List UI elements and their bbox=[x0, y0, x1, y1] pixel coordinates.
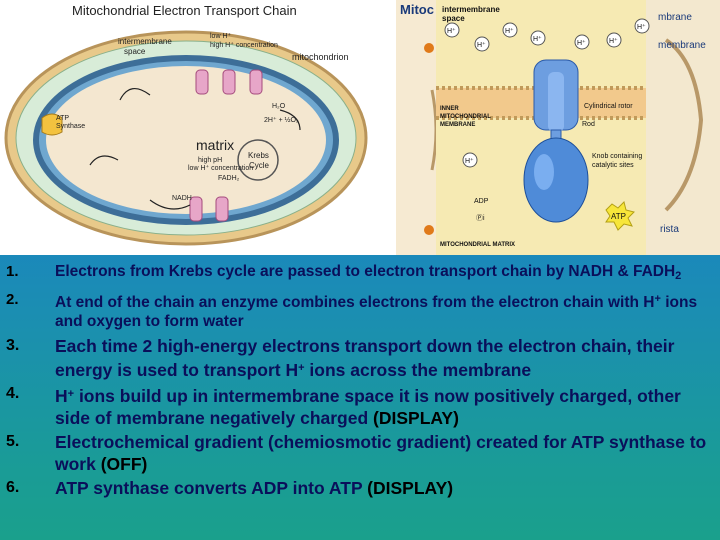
item-note: (OFF) bbox=[101, 454, 148, 474]
complex-5 bbox=[216, 197, 228, 221]
label-low-h: low H⁺ bbox=[210, 32, 232, 40]
item-text: ions across the membrane bbox=[305, 360, 532, 380]
item-number: 2. bbox=[6, 290, 19, 309]
label-adp: ADP bbox=[474, 198, 489, 205]
item-number: 1. bbox=[6, 262, 19, 281]
h-plus-label: H⁺ bbox=[505, 27, 514, 35]
list-item: 3. Each time 2 high-energy electrons tra… bbox=[0, 335, 720, 381]
label-atp: ATP bbox=[56, 115, 69, 122]
orange-dot bbox=[424, 225, 434, 235]
item-subscript: 2 bbox=[675, 270, 681, 282]
label-intermembrane: intermembrane bbox=[442, 5, 500, 14]
item-text: ions build up in intermembrane space it … bbox=[55, 386, 681, 428]
label-cylindrical-rotor: Cylindrical rotor bbox=[584, 103, 633, 110]
label-membrane-cut-2: membrane bbox=[658, 40, 706, 51]
label-matrix: matrix bbox=[196, 137, 234, 153]
complex-3 bbox=[250, 70, 262, 94]
list-item: 5. Electrochemical gradient (chemiosmoti… bbox=[0, 431, 720, 475]
etc-diagram: Mitochondrial Electron Transport Chain i… bbox=[0, 0, 396, 255]
h-plus-label: H⁺ bbox=[447, 27, 456, 35]
label-h2o: H₂O bbox=[272, 103, 286, 110]
item-note: (DISPLAY) bbox=[367, 478, 453, 498]
h-plus-label: H⁺ bbox=[637, 23, 646, 31]
label-matrix: MITOCHONDRIAL MATRIX bbox=[440, 242, 515, 248]
item-number: 3. bbox=[6, 335, 19, 357]
left-strip bbox=[396, 0, 436, 255]
label-inner: INNER bbox=[440, 106, 459, 112]
h-plus-label: H⁺ bbox=[465, 157, 474, 165]
complex-1 bbox=[196, 70, 208, 94]
h-plus-label: H⁺ bbox=[577, 39, 586, 47]
label-synthase: Synthase bbox=[56, 123, 85, 130]
item-text: Electrons from Krebs cycle are passed to… bbox=[55, 263, 675, 280]
list-item: 2. At end of the chain an enzyme combine… bbox=[0, 290, 720, 331]
rotor-core bbox=[548, 72, 564, 132]
figure-title-cut: Mitoc bbox=[400, 2, 434, 17]
label-space: space bbox=[124, 47, 146, 56]
label-low-h-conc: low H⁺ concentration bbox=[188, 164, 253, 172]
knob-shape bbox=[524, 138, 588, 222]
label-atp: ATP bbox=[611, 212, 626, 221]
label-nadh: NADH bbox=[172, 195, 192, 202]
atp-synthase-figure: Mitoc H⁺ H⁺ H⁺ H⁺ bbox=[396, 0, 720, 255]
label-krebs: Krebs bbox=[248, 151, 269, 160]
label-space: space bbox=[442, 14, 465, 23]
label-membrane: MEMBRANE bbox=[440, 122, 475, 128]
orange-dot bbox=[424, 43, 434, 53]
label-rod: Rod bbox=[582, 121, 595, 128]
label-high-ph: high pH bbox=[198, 157, 222, 164]
item-number: 5. bbox=[6, 431, 19, 453]
label-high-h: high H⁺ concentration bbox=[210, 41, 278, 49]
list-item: 6. ATP synthase converts ADP into ATP (D… bbox=[0, 477, 720, 499]
notes-list: 1. Electrons from Krebs cycle are passed… bbox=[0, 262, 720, 501]
list-item: 1. Electrons from Krebs cycle are passed… bbox=[0, 262, 720, 286]
label-membrane-cut-1: mbrane bbox=[658, 12, 692, 23]
label-crista-cut: rista bbox=[660, 224, 679, 235]
label-intermembrane: intermembrane bbox=[118, 37, 172, 46]
list-item: 4. H+ ions build up in intermembrane spa… bbox=[0, 383, 720, 429]
item-text: At end of the chain an enzyme combines e… bbox=[55, 294, 654, 311]
h-plus-label: H⁺ bbox=[533, 35, 542, 43]
item-note: (DISPLAY) bbox=[373, 408, 459, 428]
matrix-region bbox=[46, 66, 326, 214]
item-number: 4. bbox=[6, 383, 19, 405]
item-text: ATP synthase converts ADP into ATP bbox=[55, 478, 367, 498]
label-mitochondrion: mitochondrion bbox=[292, 52, 349, 62]
label-2h-half-o2: 2H⁺ + ½O₂ bbox=[264, 116, 299, 124]
knob-highlight bbox=[534, 154, 554, 190]
label-cycle: Cycle bbox=[249, 161, 270, 170]
h-plus-label: H⁺ bbox=[609, 37, 618, 45]
item-text: Electrochemical gradient (chemiosmotic g… bbox=[55, 432, 706, 474]
label-knob-1: Knob containing bbox=[592, 153, 642, 160]
item-number: 6. bbox=[6, 477, 19, 499]
figure-title: Mitochondrial Electron Transport Chain bbox=[72, 3, 297, 18]
label-mitochondrial: MITOCHONDRIAL bbox=[440, 114, 491, 120]
label-knob-2: catalytic sites bbox=[592, 162, 634, 169]
complex-2 bbox=[223, 70, 235, 94]
mito-bg bbox=[636, 0, 720, 255]
label-fadh2: FADH₂ bbox=[218, 175, 240, 182]
label-pi: Ⓟi bbox=[476, 214, 485, 222]
etc-diagram-figure: Mitochondrial Electron Transport Chain i… bbox=[0, 0, 396, 255]
item-text: H bbox=[55, 386, 68, 406]
h-plus-label: H⁺ bbox=[477, 41, 486, 49]
atp-synthase-diagram: Mitoc H⁺ H⁺ H⁺ H⁺ bbox=[396, 0, 720, 255]
